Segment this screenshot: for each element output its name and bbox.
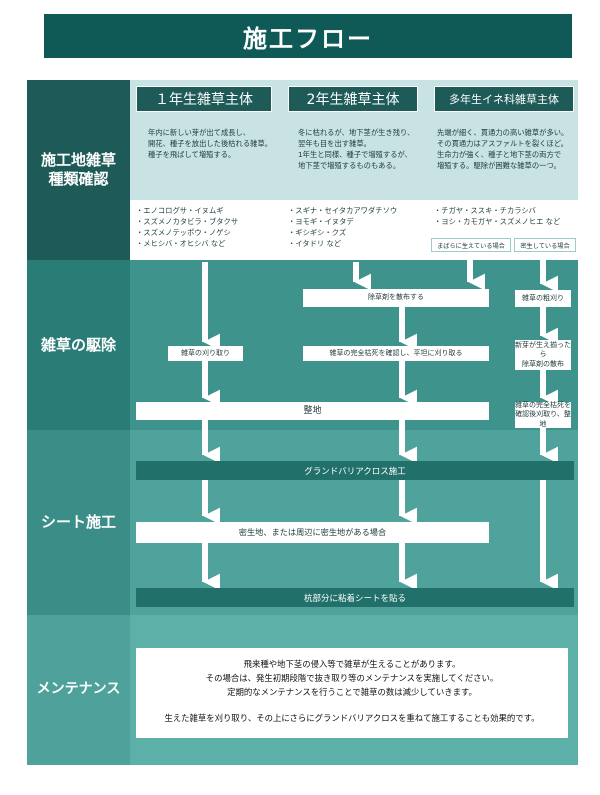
step-text-line: 新芽が生え揃ったら [515, 340, 571, 359]
step-text-line: 雑草の完全枯死を [515, 400, 571, 409]
page-title: 施工フロー [44, 14, 572, 58]
weed-list-perennial: ・チガヤ・ススキ・チカラシバ ・ヨシ・カモガヤ・スズメノヒエ など [434, 206, 576, 228]
maintenance-note: その場合は、発生初期段階で抜き取り等のメンテナンスを実施してください。 [205, 672, 499, 683]
description-line: 1年生と同様、種子で増殖するが、 [298, 149, 412, 159]
weed-list-biennial: ・スギナ・セイタカアワダチソウ ・ヨモギ・イヌタデ ・ギシギシ・クズ ・イタドリ… [288, 206, 428, 250]
step-install: グランドバリアクロス施工 [136, 461, 574, 480]
column-header-biennial: 2年生雑草主体 [288, 86, 418, 112]
step-herbicide-after: 新芽が生え揃ったら 除草剤の散布 [515, 340, 571, 370]
step-mow: 雑草の刈り取り [168, 346, 243, 361]
description-line: 増殖する。駆除が困難な雑草の一つ。 [437, 160, 561, 170]
description-line: その貫通力はアスファルトを裂くほど。 [437, 138, 568, 148]
maintenance-box: 飛来種や地下茎の侵入等で雑草が生えることがあります。 その場合は、発生初期段階で… [136, 648, 568, 738]
weed-list-item: ・スギナ・セイタカアワダチソウ [288, 206, 398, 215]
description-line: 先端が細く、貫通力の高い雑草が多い。 [437, 128, 569, 137]
row-label-maintenance: メンテナンス [27, 615, 130, 765]
weed-list-item: ・メヒシバ・オヒシバ など [136, 238, 226, 248]
step-stake: 杭部分に粘着シートを貼る [136, 588, 574, 607]
description-annual: 年内に新しい芽が出て成長し、 開花、種子を放出した後枯れる雑草。 種子を飛ばして… [148, 128, 288, 161]
description-line: 冬に枯れるが、地下茎が生き残り、 [298, 128, 415, 137]
weed-list-item: ・ギシギシ・クズ [288, 227, 347, 237]
description-line: 地下茎で増殖するものもある。 [298, 160, 401, 170]
weed-list-item: ・スズメノテッポウ・ノゲシ [136, 227, 231, 237]
description-biennial: 冬に枯れるが、地下茎が生き残り、 翌年も目を出す雑草。 1年生と同様、種子で増殖… [298, 128, 438, 172]
description-line: 開花、種子を放出した後枯れる雑草。 [148, 138, 273, 148]
description-line: 年内に新しい芽が出て成長し、 [148, 128, 251, 137]
step-cut-rough: 雑草の粗刈り [515, 290, 571, 307]
maintenance-note: 生えた雑草を刈り取り、その上にさらにグランドバリアクロスを重ねて施工することも効… [164, 712, 540, 723]
row-label-removal: 雑草の駆除 [27, 260, 130, 430]
column-header-annual: １年生雑草主体 [136, 86, 272, 112]
description-line: 翌年も目を出す雑草。 [298, 138, 371, 148]
weed-list-item: ・ヨシ・カモガヤ・スズメノヒエ など [434, 216, 561, 226]
step-level: 整地 [136, 402, 489, 420]
row-label-sheet: シート施工 [27, 430, 130, 615]
description-perennial: 先端が細く、貫通力の高い雑草が多い。 その貫通力はアスファルトを裂くほど。 生命… [437, 128, 577, 172]
row-label-survey-line1: 施工地雑草 [40, 151, 116, 170]
step-text-line: 除草剤の散布 [522, 359, 564, 368]
step-herbicide: 除草剤を散布する [303, 289, 489, 307]
maintenance-note: 定期的なメンテナンスを行うことで雑草の数は減少していきます。 [227, 686, 477, 697]
step-confirm-level: 雑草の完全枯死を 確認後刈取り、整地 [515, 400, 571, 428]
step-dense-area: 密生地、または周辺に密生地がある場合 [136, 522, 489, 543]
weed-list-item: ・イタドリ など [288, 238, 342, 248]
weed-list-item: ・エノコログサ・イヌムギ [136, 206, 224, 215]
column-header-perennial: 多年生イネ科雑草主体 [434, 86, 574, 112]
maintenance-note: 飛来種や地下茎の侵入等で雑草が生えることがあります。 [243, 659, 461, 669]
branch-sparse-label: まばらに生えている場合 [431, 238, 511, 252]
weed-list-item: ・スズメノカタビラ・ブタクサ [136, 216, 239, 226]
step-confirm-mow: 雑草の完全枯死を確認し、平坦に刈り取る [303, 346, 489, 361]
maintenance-notes: 飛来種や地下茎の侵入等で雑草が生えることがあります。 その場合は、発生初期段階で… [136, 648, 568, 725]
weed-list-item: ・ヨモギ・イヌタデ [288, 216, 354, 226]
row-label-survey-line2: 種類確認 [48, 170, 109, 188]
row-label-survey: 施工地雑草 種類確認 [27, 80, 130, 260]
weed-list-item: ・チガヤ・ススキ・チカラシバ [434, 206, 536, 215]
description-line: 種子を飛ばして増殖する。 [148, 149, 236, 159]
weed-list-annual: ・エノコログサ・イヌムギ ・スズメノカタビラ・ブタクサ ・スズメノテッポウ・ノゲ… [136, 206, 284, 250]
step-text-line: 確認後刈取り、整地 [515, 410, 571, 428]
description-line: 生命力が強く、種子と地下茎の両方で [437, 149, 562, 159]
branch-dense-label: 密生している場合 [514, 238, 576, 252]
